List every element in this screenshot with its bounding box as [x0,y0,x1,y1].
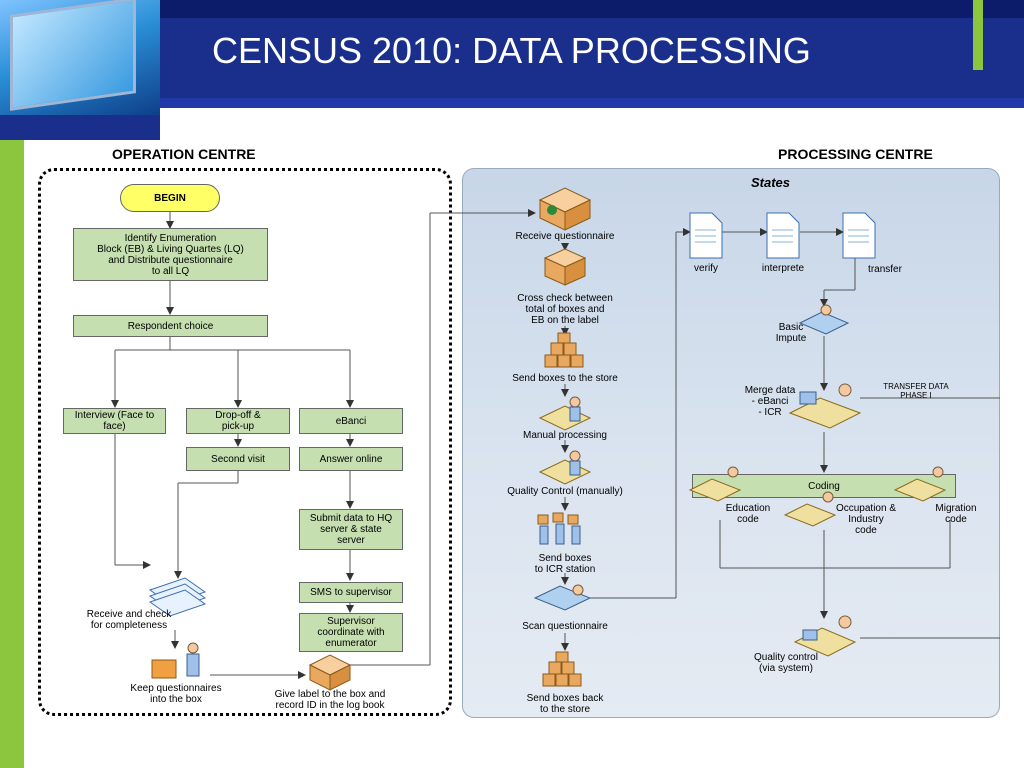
processing-centre-heading: PROCESSING CENTRE [778,146,933,162]
header-top-band [160,0,1024,18]
respondent-choice-box: Respondent choice [73,315,268,337]
answer-online-box: Answer online [299,447,403,471]
verify-label: verify [694,263,718,274]
header-band [160,18,1024,98]
header-green-accent [973,0,983,70]
begin-terminal: BEGIN [120,184,220,212]
interview-box: Interview (Face to face) [63,408,166,434]
header-underline [160,98,1024,108]
give-label-label: Give label to the box and record ID in t… [274,689,386,711]
dropoff-box: Drop-off & pick-up [186,408,290,434]
qc-system-label: Quality control (via system) [754,652,818,674]
migration-code-label: Migration code [935,503,977,525]
qc-manual-label: Quality Control (manually) [507,486,623,497]
merge-data-label: Merge data - eBanci - ICR [744,385,796,418]
send-icr-label: Send boxes to ICR station [534,553,596,575]
education-code-label: Education code [725,503,771,525]
header-computer-image [0,0,160,115]
occupation-code-label: Occupation & Industry code [835,503,897,536]
receive-questionnaire-label: Receive questionnaire [515,231,615,242]
left-blue-block [0,115,160,140]
manual-processing-label: Manual processing [523,430,607,441]
keep-questionnaires-label: Keep questionnaires into the box [130,683,222,705]
left-green-bar [0,140,24,768]
submit-data-box: Submit data to HQ server & state server [299,509,403,550]
supervisor-box: Supervisor coordinate with enumerator [299,613,403,652]
operation-centre-frame [38,168,452,716]
receive-check-label: Receive and check for completeness [86,609,172,631]
second-visit-box: Second visit [186,447,290,471]
page-title: CENSUS 2010: DATA PROCESSING [212,30,811,71]
basic-impute-label: Basic Impute [775,322,807,344]
cross-check-label: Cross check between total of boxes and E… [517,293,613,326]
send-back-label: Send boxes back to the store [526,693,604,715]
send-boxes-store-label: Send boxes to the store [512,373,618,384]
operation-centre-heading: OPERATION CENTRE [112,146,256,162]
interprete-label: interprete [761,263,805,274]
sms-supervisor-box: SMS to supervisor [299,582,403,603]
states-label: States [751,175,791,190]
transfer-phase-label: TRANSFER DATA PHASE I [883,382,949,400]
scan-questionnaire-label: Scan questionnaire [522,621,608,632]
transfer-label: transfer [868,264,902,275]
identify-enumeration-box: Identify Enumeration Block (EB) & Living… [73,228,268,281]
ebanci-box: eBanci [299,408,403,434]
